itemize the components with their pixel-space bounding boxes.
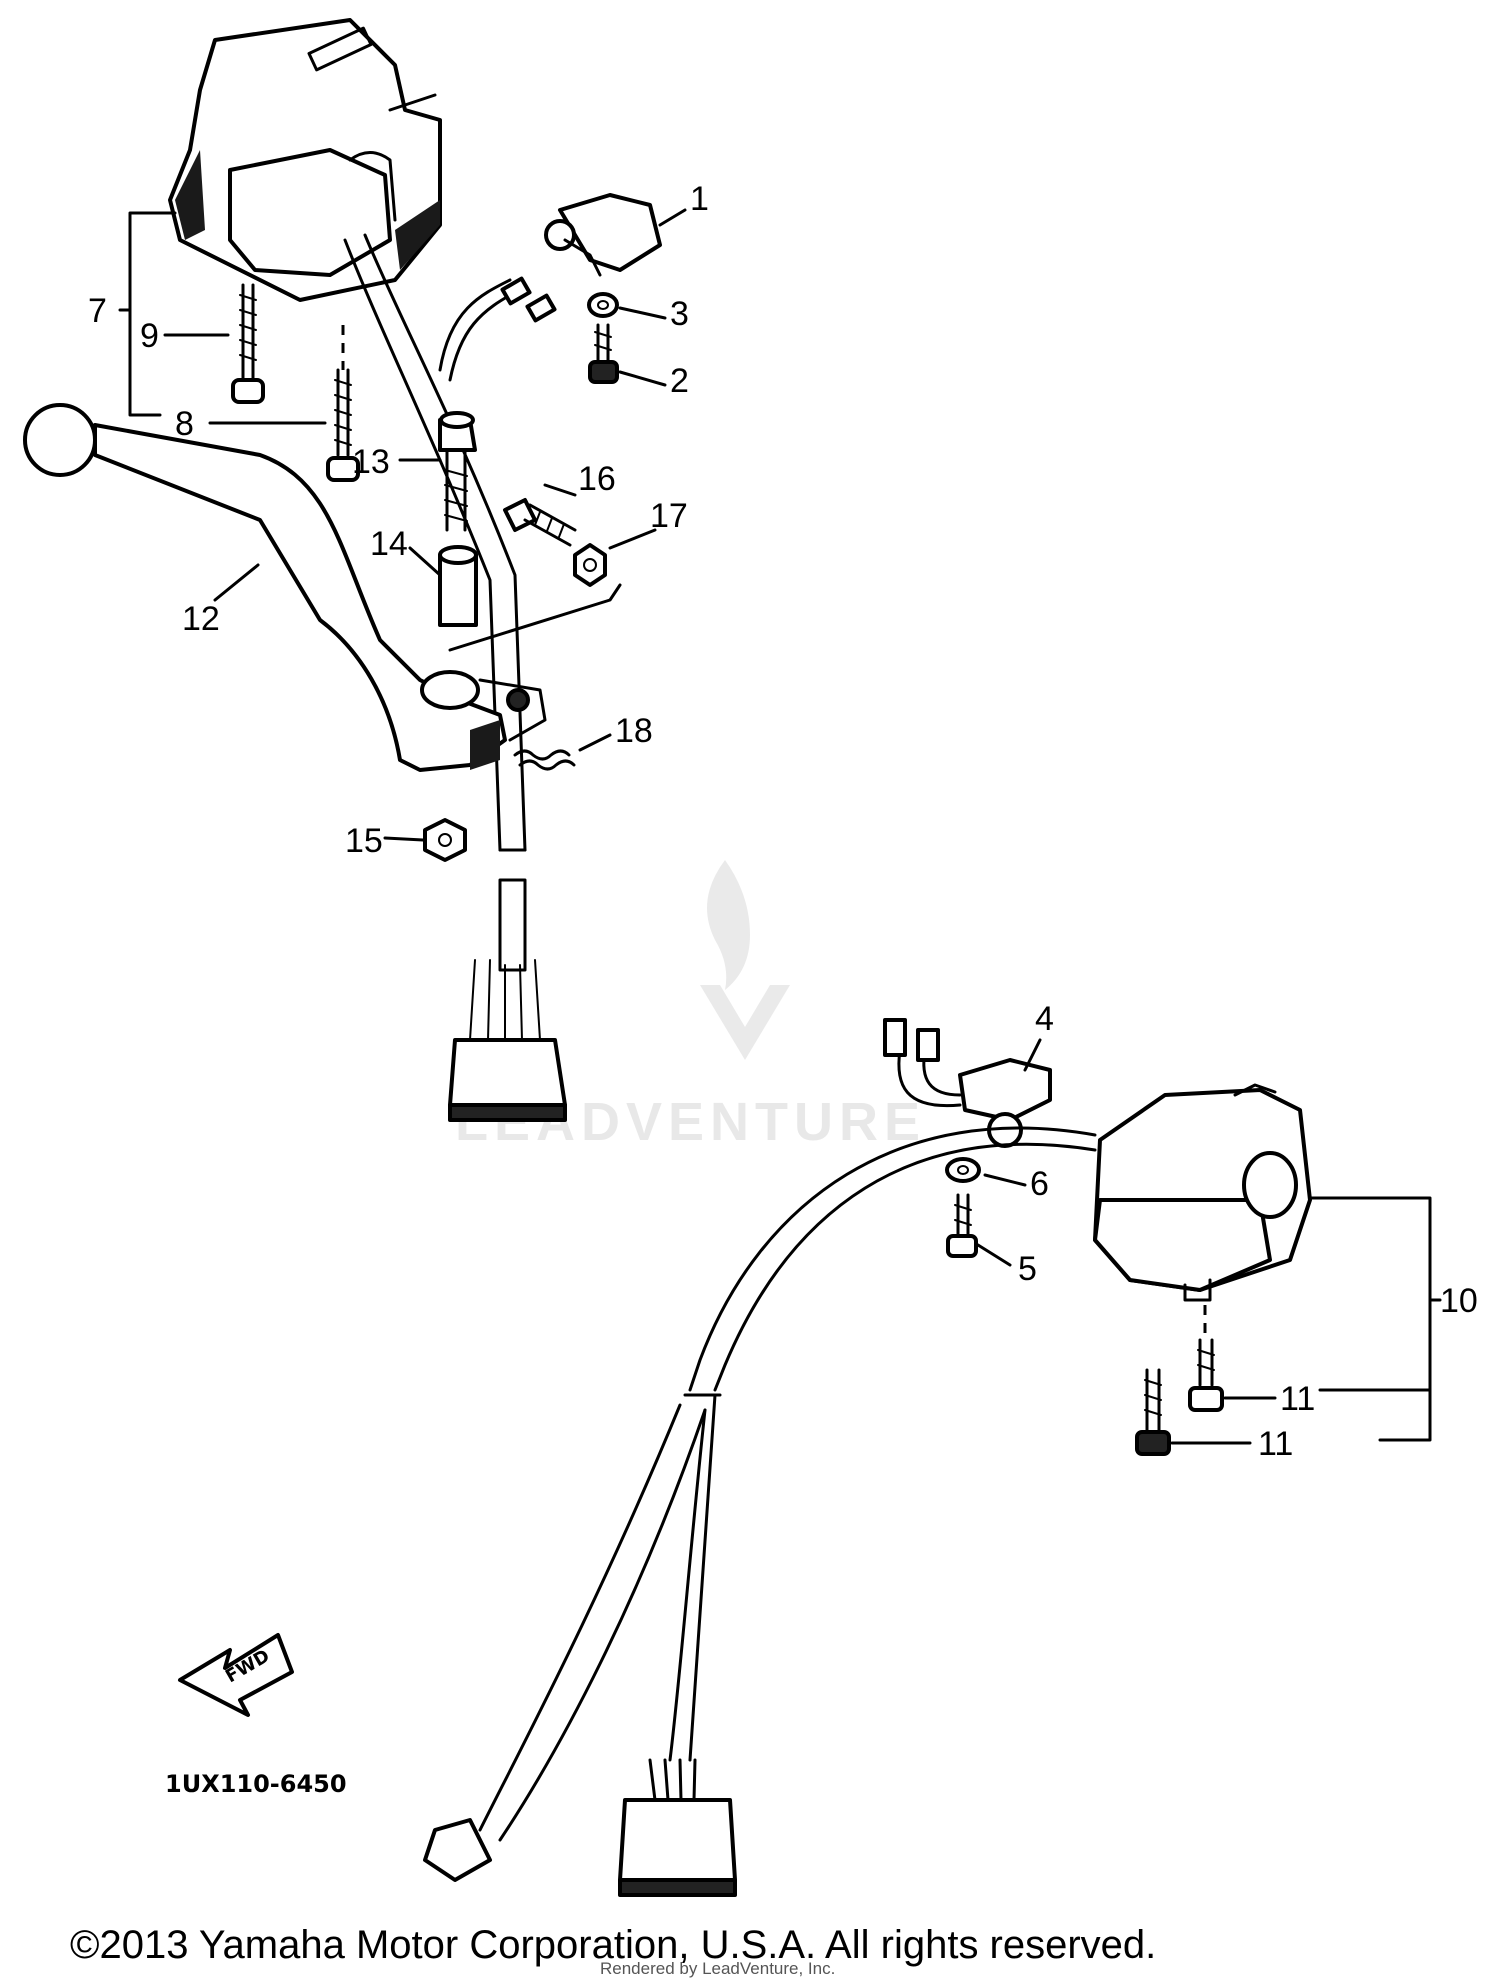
fwd-direction-arrow: FWD xyxy=(178,1633,294,1717)
part-4-switch xyxy=(883,1018,1052,1148)
screw-8 xyxy=(326,325,360,482)
nut-17 xyxy=(573,543,607,587)
nut-15 xyxy=(423,818,467,862)
screw-11-upper xyxy=(1188,1338,1224,1412)
screw-11-lower xyxy=(1135,1368,1171,1456)
bolt-13 xyxy=(438,411,477,532)
callout-9: 9 xyxy=(140,317,159,355)
callout-17: 17 xyxy=(650,497,688,535)
callout-13: 13 xyxy=(352,443,390,481)
callout-8: 8 xyxy=(175,405,194,443)
callout-18: 18 xyxy=(615,712,653,750)
callout-16: 16 xyxy=(578,460,616,498)
bracket-7 xyxy=(118,211,177,417)
callout-labels: 1 2 3 4 5 6 7 8 9 10 11 11 12 13 14 15 1… xyxy=(88,180,1478,1463)
screw-9 xyxy=(231,283,265,404)
callout-10: 10 xyxy=(1440,1282,1478,1320)
callout-14: 14 xyxy=(370,525,408,563)
callout-1: 1 xyxy=(690,180,709,218)
leader-lines-left xyxy=(163,208,687,842)
callout-15: 15 xyxy=(345,822,383,860)
callout-3: 3 xyxy=(670,295,689,333)
collar-14 xyxy=(438,545,478,627)
callout-11-lower: 11 xyxy=(1258,1425,1293,1463)
callout-6: 6 xyxy=(1030,1165,1049,1203)
left-handlebar-switch xyxy=(168,18,442,302)
part-1-switch xyxy=(544,193,662,277)
callout-12: 12 xyxy=(182,600,220,638)
screw-5 xyxy=(946,1193,978,1258)
right-handlebar-switch xyxy=(1093,1083,1312,1335)
callout-7: 7 xyxy=(88,292,107,330)
copyright-notice: ©2013 Yamaha Motor Corporation, U.S.A. A… xyxy=(70,1923,1156,1967)
leader-lines-right xyxy=(976,1038,1277,1445)
washer-6 xyxy=(945,1157,981,1183)
bolt-16 xyxy=(503,498,577,547)
callout-11-upper: 11 xyxy=(1280,1380,1315,1418)
callout-4: 4 xyxy=(1035,1000,1054,1038)
bracket-10 xyxy=(1308,1196,1442,1442)
diagram-code: 1UX110-6450 xyxy=(165,1770,347,1798)
rendered-by-note: Rendered by LeadVenture, Inc. xyxy=(600,1959,835,1978)
spring-18 xyxy=(513,749,576,771)
right-switch-cable xyxy=(423,1126,1097,1897)
callout-2: 2 xyxy=(670,362,689,400)
screw-2 xyxy=(588,323,619,384)
switch-wires-top xyxy=(438,276,557,382)
left-switch-cable xyxy=(343,233,567,1122)
washer-3 xyxy=(587,292,619,318)
brake-lever-12 xyxy=(23,403,622,772)
callout-5: 5 xyxy=(1018,1250,1037,1288)
